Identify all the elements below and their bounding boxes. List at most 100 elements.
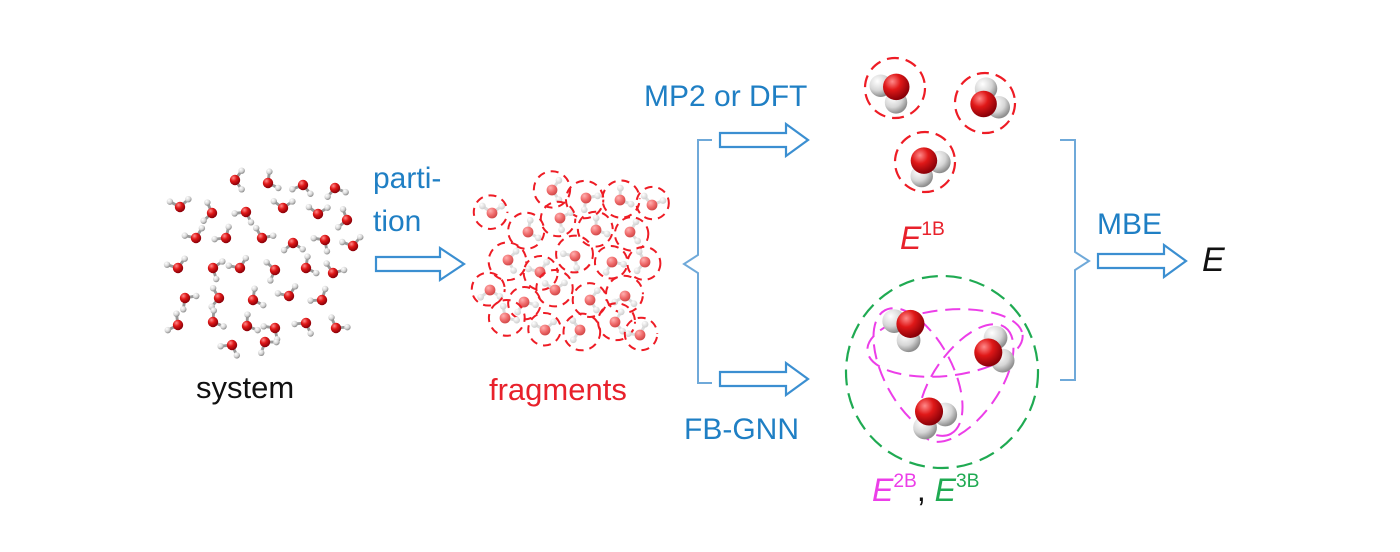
trimer-molecules <box>882 309 1015 440</box>
water-molecule-icon <box>974 325 1015 373</box>
water-molecule-icon <box>200 199 218 224</box>
water-molecule-icon <box>477 284 504 301</box>
water-molecule-icon <box>339 233 364 252</box>
total-energy-label: E <box>1202 241 1225 279</box>
water-molecule-icon <box>869 73 910 114</box>
water-molecule-icon <box>207 258 226 283</box>
mbe-label: MBE <box>1097 208 1163 241</box>
water-molecule-icon <box>580 192 602 214</box>
two-body-dashed-ellipses <box>866 307 1024 443</box>
water-molecule-icon <box>225 254 250 274</box>
water-molecule-icon <box>633 248 651 275</box>
water-molecule-icon <box>291 317 314 337</box>
split-bracket-icon <box>682 139 712 384</box>
water-molecule-icon <box>531 318 557 336</box>
partition-label-line2: tion <box>373 205 422 238</box>
mp2-dft-arrow-icon <box>718 121 810 159</box>
water-molecule-icon <box>514 296 539 316</box>
dashed-circle-icon <box>487 298 526 337</box>
water-molecule-icon <box>584 287 601 314</box>
water-molecule-icon <box>882 309 925 353</box>
dashed-circle-icon <box>613 216 650 252</box>
water-molecule-icon <box>211 223 232 244</box>
water-molecule-icon <box>609 308 626 335</box>
fragments-molecule-cluster <box>470 170 670 352</box>
dashed-circle-icon <box>535 269 574 308</box>
water-molecule-icon <box>217 339 241 359</box>
dashed-circle-icon <box>953 71 1017 135</box>
water-molecule-icon <box>247 285 267 309</box>
water-molecule-icon <box>257 336 280 357</box>
dashed-circle-icon <box>576 210 614 248</box>
partition-label-line1: parti- <box>373 162 442 195</box>
water-molecule-icon <box>541 279 568 296</box>
water-molecule-icon <box>207 307 227 330</box>
fb-gnn-arrow-icon <box>718 360 810 398</box>
water-molecule-icon <box>611 290 638 308</box>
water-molecule-icon <box>163 255 188 274</box>
water-molecule-icon <box>179 292 200 313</box>
dashed-circle-icon <box>472 194 509 230</box>
water-molecule-icon <box>280 237 306 254</box>
water-molecule-icon <box>166 195 192 213</box>
one-body-energy-symbol: E <box>900 220 922 256</box>
water-molecule-icon <box>602 256 628 276</box>
water-molecule-icon <box>241 311 261 334</box>
water-molecule-icon <box>502 247 520 274</box>
mbe-arrow-icon <box>1096 242 1188 280</box>
partition-arrow-icon <box>374 245 466 283</box>
dashed-circle-icon <box>597 302 636 342</box>
dashed-circle-icon <box>593 245 629 280</box>
water-molecule-icon <box>274 283 299 302</box>
water-molecule-icon <box>310 234 331 255</box>
fragments-label: fragments <box>489 372 627 407</box>
dashed-circle-icon <box>564 179 605 220</box>
system-molecule-cluster <box>163 167 364 359</box>
many-body-energy-label: E2B, E3B <box>872 470 980 508</box>
one-body-energy-sup: 1B <box>921 218 945 240</box>
dashed-circle-icon <box>635 185 670 221</box>
water-molecule-icon <box>181 224 206 244</box>
dashed-circle-icon <box>623 316 659 352</box>
water-molecule-icon <box>522 216 542 242</box>
dashed-circle-icon <box>562 312 602 352</box>
water-molecule-icon <box>229 167 245 193</box>
dashed-circle-icon <box>893 130 957 194</box>
water-molecule-icon <box>208 284 225 310</box>
mp2-dft-label: MP2 or DFT <box>644 80 808 113</box>
water-molecule-icon <box>624 218 642 245</box>
water-molecule-icon <box>323 260 348 279</box>
dashed-circle-icon <box>863 56 927 120</box>
water-molecule-icon <box>334 206 353 231</box>
water-molecule-icon <box>231 206 255 226</box>
dashed-circle-icon <box>601 179 641 219</box>
water-molecule-icon <box>328 314 351 334</box>
water-molecule-icon <box>270 198 296 214</box>
water-molecule-icon <box>569 317 586 344</box>
water-molecule-icon <box>910 147 951 188</box>
three-body-energy-sup: 3B <box>955 470 980 492</box>
water-molecule-icon <box>913 397 958 440</box>
system-label: system <box>196 370 295 405</box>
dashed-circle-icon <box>470 271 506 307</box>
water-molecule-icon <box>263 259 281 284</box>
dashed-circle-icon <box>539 200 577 238</box>
dashed-circle-icon <box>604 274 644 314</box>
energy-separator: , <box>916 472 926 508</box>
water-molecule-icon <box>640 192 667 211</box>
two-body-energy-sup: 2B <box>893 470 917 492</box>
water-molecule-icon <box>499 302 521 324</box>
water-molecule-icon <box>559 250 581 272</box>
three-body-energy-symbol: E <box>934 472 956 508</box>
water-molecule-icon <box>289 179 314 197</box>
water-molecule-icon <box>590 214 611 238</box>
dashed-circle-icon <box>522 254 559 291</box>
water-molecule-icon <box>624 320 649 341</box>
dashed-circle-icon <box>527 311 562 347</box>
water-molecule-icon <box>164 310 184 334</box>
water-molecule-icon <box>324 182 349 200</box>
three-body-dashed-circle-icon <box>844 274 1040 470</box>
water-molecule-icon <box>300 253 320 277</box>
